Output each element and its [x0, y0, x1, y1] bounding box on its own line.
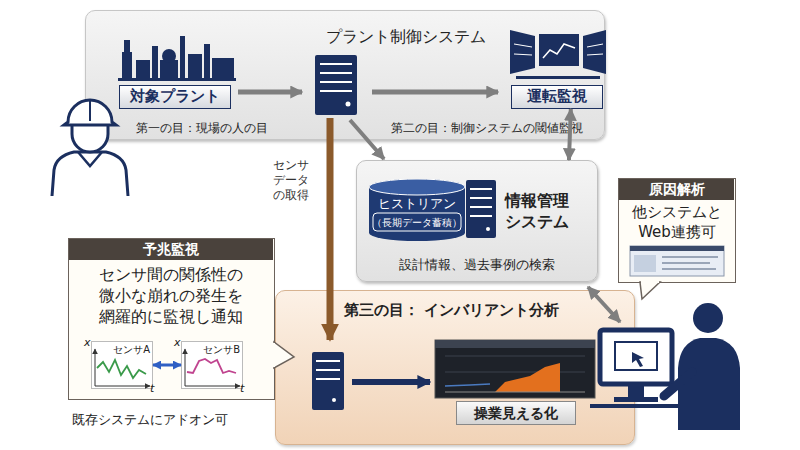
sensor-name: センサB	[196, 343, 240, 356]
callout-pointer	[640, 282, 660, 299]
group-title: 第三の目： インバリアント分析	[344, 301, 624, 321]
group-note: 設計情報、過去事例の検索	[357, 257, 597, 274]
note-text: 既存システムにアドオン可	[72, 412, 262, 428]
database-cylinder: ヒストリアン （長期データ蓄積）	[369, 179, 465, 241]
callout-body: 他システムと Web連携可	[623, 203, 731, 242]
callout-header: 予兆監視	[69, 239, 273, 260]
axis-letter: x	[84, 336, 94, 350]
axis-letter: t	[150, 382, 160, 396]
cylinder-note: （長期データ蓄積）	[369, 216, 465, 229]
callout-box: センサA センサB 予兆監視センサ間の関係性の 微小な崩れの発生を 網羅的に監視し通…	[68, 238, 275, 400]
process-box: 操業見える化	[456, 401, 576, 425]
eye-caption: 第二の目：制御システムの閾値監視	[391, 121, 603, 137]
analysis-group: 操業見える化 第三の目： インバリアント分析	[275, 290, 635, 445]
axis-letter: t	[240, 382, 250, 396]
person-head	[693, 303, 723, 333]
group-title: 情報管理 システム	[505, 191, 577, 233]
worker-body	[52, 152, 128, 196]
worker-collar	[78, 152, 102, 166]
person-arm	[664, 372, 692, 396]
box-label: 対象プラント	[120, 87, 230, 107]
chart-panel: センサA	[91, 341, 153, 389]
process-box: 運転監視	[511, 85, 603, 109]
person-body	[678, 338, 740, 430]
system-group: ヒストリアン （長期データ蓄積） 情報管理 システム設計情報、過去事例の検索	[356, 160, 598, 282]
axis-letter: x	[174, 336, 184, 350]
chart-panel: センサB	[181, 341, 243, 389]
group-title: プラント制御システム	[246, 27, 566, 48]
cylinder-top	[369, 179, 465, 195]
callout-body: センサ間の関係性の 微小な崩れの発生を 網羅的に監視し通知	[79, 265, 263, 327]
process-box: 対象プラント	[119, 85, 231, 109]
cylinder-label: ヒストリアン	[369, 196, 465, 213]
sensor-name: センサA	[106, 343, 150, 356]
box-label: 操業見える化	[457, 404, 575, 422]
callout-header: 原因解析	[619, 179, 734, 200]
box-label: 運転監視	[512, 87, 602, 107]
system-group: 対象プラント 運転監視 プラント制御システム第一の目：現場の人の目 第二の目：制御シス…	[85, 10, 605, 140]
eye-caption: 第一の目：現場の人の目	[136, 121, 336, 137]
cylinder-body	[369, 179, 465, 241]
arrow-label: センサ データ の取得	[270, 158, 312, 203]
callout-box: 原因解析他システムと Web連携可	[618, 178, 736, 283]
